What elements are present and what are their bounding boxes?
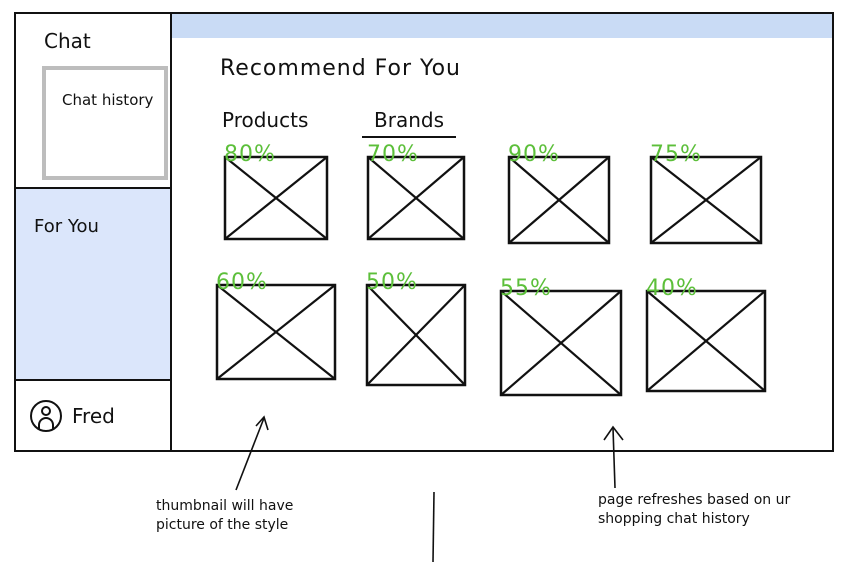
match-percent: 70% — [367, 142, 419, 167]
image-placeholder-icon — [499, 289, 623, 397]
avatar-icon — [30, 400, 62, 432]
thumbnail-card[interactable]: 70% — [366, 142, 471, 241]
annotation-refresh: page refreshes based on ur shopping chat… — [598, 492, 791, 527]
match-percent: 55% — [500, 276, 552, 301]
image-placeholder-icon — [215, 283, 337, 381]
image-placeholder-icon — [645, 289, 767, 393]
sidebar: Chat Chat history For You Fred — [16, 14, 172, 450]
arrow-up-icon — [603, 425, 624, 489]
image-placeholder-icon — [365, 283, 467, 387]
page-title: Recommend For You — [220, 56, 461, 81]
sidebar-item-for-you[interactable]: For You — [16, 189, 170, 381]
thumbnail-card[interactable]: 80% — [223, 142, 329, 241]
image-placeholder-icon — [649, 155, 763, 245]
app-window: Chat Chat history For You Fred Recommend… — [14, 12, 834, 452]
match-percent: 40% — [646, 276, 698, 301]
thumbnail-card[interactable]: 60% — [215, 270, 337, 381]
match-percent: 60% — [216, 270, 268, 295]
sidebar-chat-title[interactable]: Chat — [44, 29, 91, 53]
chat-history-panel[interactable]: Chat history — [42, 66, 168, 180]
main-panel: Recommend For You Products Brands 80% 70… — [172, 14, 832, 450]
thumbnail-card[interactable]: 75% — [649, 142, 763, 245]
thumbnail-card[interactable]: 90% — [507, 142, 612, 245]
tab-products[interactable]: Products — [222, 108, 309, 132]
image-placeholder-icon — [366, 155, 466, 241]
match-percent: 80% — [224, 142, 276, 167]
user-profile[interactable]: Fred — [16, 381, 170, 451]
chat-history-label: Chat history — [62, 91, 154, 109]
match-percent: 75% — [650, 142, 702, 167]
top-bar — [172, 14, 832, 38]
arrow-up-icon — [235, 415, 269, 491]
thumbnail-card[interactable]: 55% — [499, 276, 623, 397]
thumbnail-card[interactable]: 40% — [645, 276, 767, 393]
user-name: Fred — [72, 404, 115, 428]
sidebar-for-you-label: For You — [34, 216, 99, 237]
match-percent: 90% — [508, 142, 560, 167]
tab-brands[interactable]: Brands — [362, 108, 456, 138]
sidebar-chat-section[interactable]: Chat Chat history — [16, 14, 170, 189]
image-placeholder-icon — [223, 155, 329, 241]
image-placeholder-icon — [507, 155, 611, 245]
thumbnail-card[interactable]: 50% — [365, 270, 470, 387]
match-percent: 50% — [366, 270, 418, 295]
annotation-thumbnail: thumbnail will have picture of the style — [156, 498, 294, 533]
divider-line — [432, 492, 435, 562]
